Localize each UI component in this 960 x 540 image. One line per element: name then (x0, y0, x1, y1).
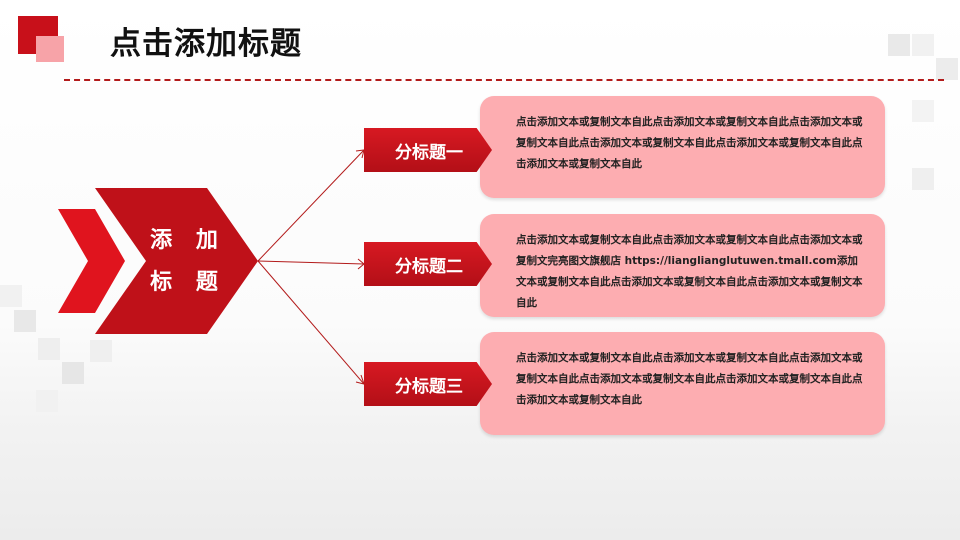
content-text-1: 点击添加文本或复制文本自此点击添加文本或复制文本自此点击添加文本或复制文本自此点… (516, 116, 863, 170)
small-chevron-icon (58, 209, 125, 313)
sub-title-label-3: 分标题三 (395, 376, 463, 397)
content-box-2: 点击添加文本或复制文本自此点击添加文本或复制文本自此点击添加文本或复制文完亮图文… (480, 214, 885, 317)
content-box-1: 点击添加文本或复制文本自此点击添加文本或复制文本自此点击添加文本或复制文本自此点… (480, 96, 885, 198)
main-heading: 添 加 标 题 (148, 220, 228, 304)
sub-title-tag-3: 分标题三 (364, 362, 492, 406)
sub-title-tag-2: 分标题二 (364, 242, 492, 286)
page-title: 点击添加标题 (110, 26, 302, 62)
sub-title-tag-1: 分标题一 (364, 128, 492, 172)
content-box-3: 点击添加文本或复制文本自此点击添加文本或复制文本自此点击添加文本或复制文本自此点… (480, 332, 885, 435)
main-heading-line-1: 添 加 (150, 228, 226, 253)
corner-square-light (36, 36, 64, 62)
sub-title-label-1: 分标题一 (395, 142, 463, 163)
connector-lines (257, 149, 365, 385)
main-arrow-shape (95, 188, 258, 334)
content-text-3: 点击添加文本或复制文本自此点击添加文本或复制文本自此点击添加文本或复制文本自此点… (516, 352, 863, 406)
main-heading-line-2: 标 题 (150, 270, 226, 295)
sub-title-label-2: 分标题二 (395, 256, 463, 277)
title-divider (64, 79, 944, 81)
content-text-2: 点击添加文本或复制文本自此点击添加文本或复制文本自此点击添加文本或复制文完亮图文… (516, 234, 863, 309)
